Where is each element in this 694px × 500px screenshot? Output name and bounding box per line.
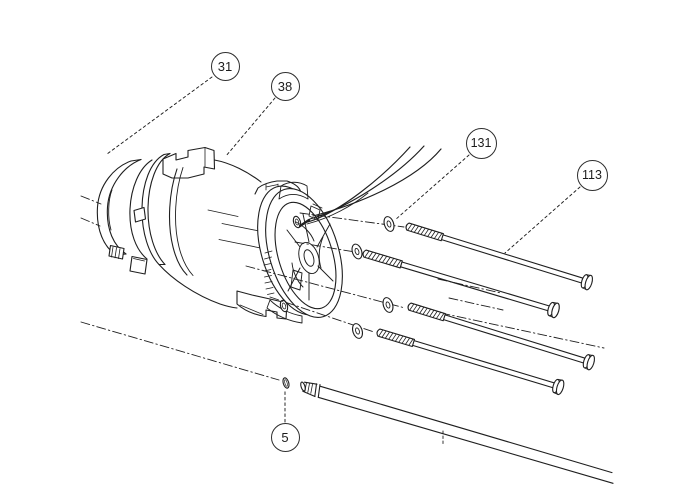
centerline-left-1 bbox=[80, 195, 102, 205]
callout-label: 5 bbox=[281, 429, 289, 445]
leader-131 bbox=[394, 154, 470, 221]
centerline-seg-a bbox=[437, 278, 502, 294]
shaft-rod bbox=[300, 381, 614, 484]
tie-bolt-4 bbox=[374, 324, 566, 396]
centerline-left-2 bbox=[80, 217, 101, 227]
callout-balloon-31: 31 bbox=[210, 51, 240, 81]
tie-bolts bbox=[360, 218, 597, 396]
centerline-bolt-3 bbox=[245, 265, 406, 309]
motor-fan-armature bbox=[286, 213, 334, 301]
terminal-block bbox=[308, 203, 323, 221]
centerline-seg-c bbox=[440, 312, 605, 349]
callout-balloon-113: 113 bbox=[576, 159, 608, 191]
leader-113 bbox=[504, 186, 581, 254]
callout-label: 131 bbox=[470, 136, 492, 150]
motor-assembly bbox=[96, 146, 343, 324]
callout-balloon-131: 131 bbox=[465, 127, 497, 159]
callout-label: 38 bbox=[277, 78, 293, 94]
washer-4 bbox=[351, 323, 364, 339]
o-ring bbox=[282, 377, 290, 389]
tie-bolt-1 bbox=[403, 218, 595, 292]
washer-3 bbox=[382, 297, 394, 313]
bracket-hatch bbox=[263, 250, 275, 295]
washer-1 bbox=[383, 216, 395, 232]
callout-balloon-38: 38 bbox=[270, 71, 300, 101]
leader-38 bbox=[225, 97, 276, 157]
leader-lines bbox=[106, 76, 581, 423]
washer-2 bbox=[351, 243, 363, 260]
motor-field-housing bbox=[129, 146, 216, 276]
centerline-shaft bbox=[80, 321, 280, 381]
leader-31 bbox=[106, 76, 213, 155]
callout-label: 113 bbox=[582, 168, 602, 182]
centerline-seg-b bbox=[448, 297, 504, 311]
washers bbox=[351, 216, 395, 339]
callout-label: 31 bbox=[217, 58, 233, 74]
motor-front-bracket bbox=[257, 181, 343, 324]
motor-lead-wires bbox=[298, 145, 442, 228]
motor-rear-end-cap bbox=[96, 158, 153, 260]
centerline-bolt-2 bbox=[294, 241, 362, 254]
callout-balloon-5: 5 bbox=[270, 422, 300, 452]
